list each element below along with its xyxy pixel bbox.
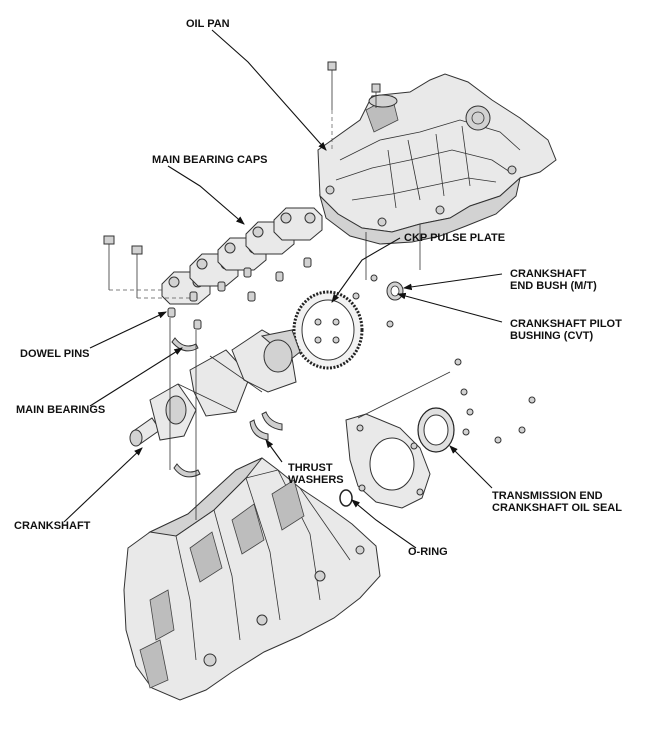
oil-pan <box>317 73 557 245</box>
oil-pan-bolts <box>327 61 381 150</box>
guide-lines <box>169 224 451 520</box>
dowel-pins <box>167 257 312 330</box>
o-ring <box>339 489 353 507</box>
label-crankshaft: CRANKSHAFT <box>14 520 91 532</box>
engine-block <box>123 457 381 701</box>
label-crankshaft-end-bush: CRANKSHAFT END BUSH (M/T) <box>510 268 597 292</box>
label-ckp-pulse-plate: CKP PULSE PLATE <box>404 232 506 244</box>
pulse-plate-bolts <box>352 274 394 328</box>
main-bearing-upper <box>171 337 199 352</box>
label-thrust-washers: THRUST WASHERS <box>288 462 344 486</box>
crankshaft <box>129 329 301 447</box>
label-dowel-pins: DOWEL PINS <box>20 348 90 360</box>
bearing-cap-bolts <box>103 235 190 299</box>
main-bearing-lower <box>173 463 201 478</box>
transmission-end-oil-seal <box>417 407 455 453</box>
label-main-bearings: MAIN BEARINGS <box>16 404 106 416</box>
ckp-pulse-plate <box>292 290 364 370</box>
main-bearing-caps <box>161 207 323 305</box>
oil-seal-housing <box>345 413 431 509</box>
label-transmission-end-oil-seal: TRANSMISSION END CRANKSHAFT OIL SEAL <box>492 490 622 514</box>
crankshaft-end-bush <box>386 281 404 301</box>
label-oil-pan: OIL PAN <box>186 18 230 30</box>
thrust-washers <box>249 411 283 441</box>
housing-bolts <box>454 358 536 444</box>
label-crankshaft-pilot-bushing: CRANKSHAFT PILOT BUSHING (CVT) <box>510 318 622 342</box>
label-main-bearing-caps: MAIN BEARING CAPS <box>152 154 268 166</box>
label-o-ring: O-RING <box>408 546 448 558</box>
leader-lines <box>63 29 503 549</box>
